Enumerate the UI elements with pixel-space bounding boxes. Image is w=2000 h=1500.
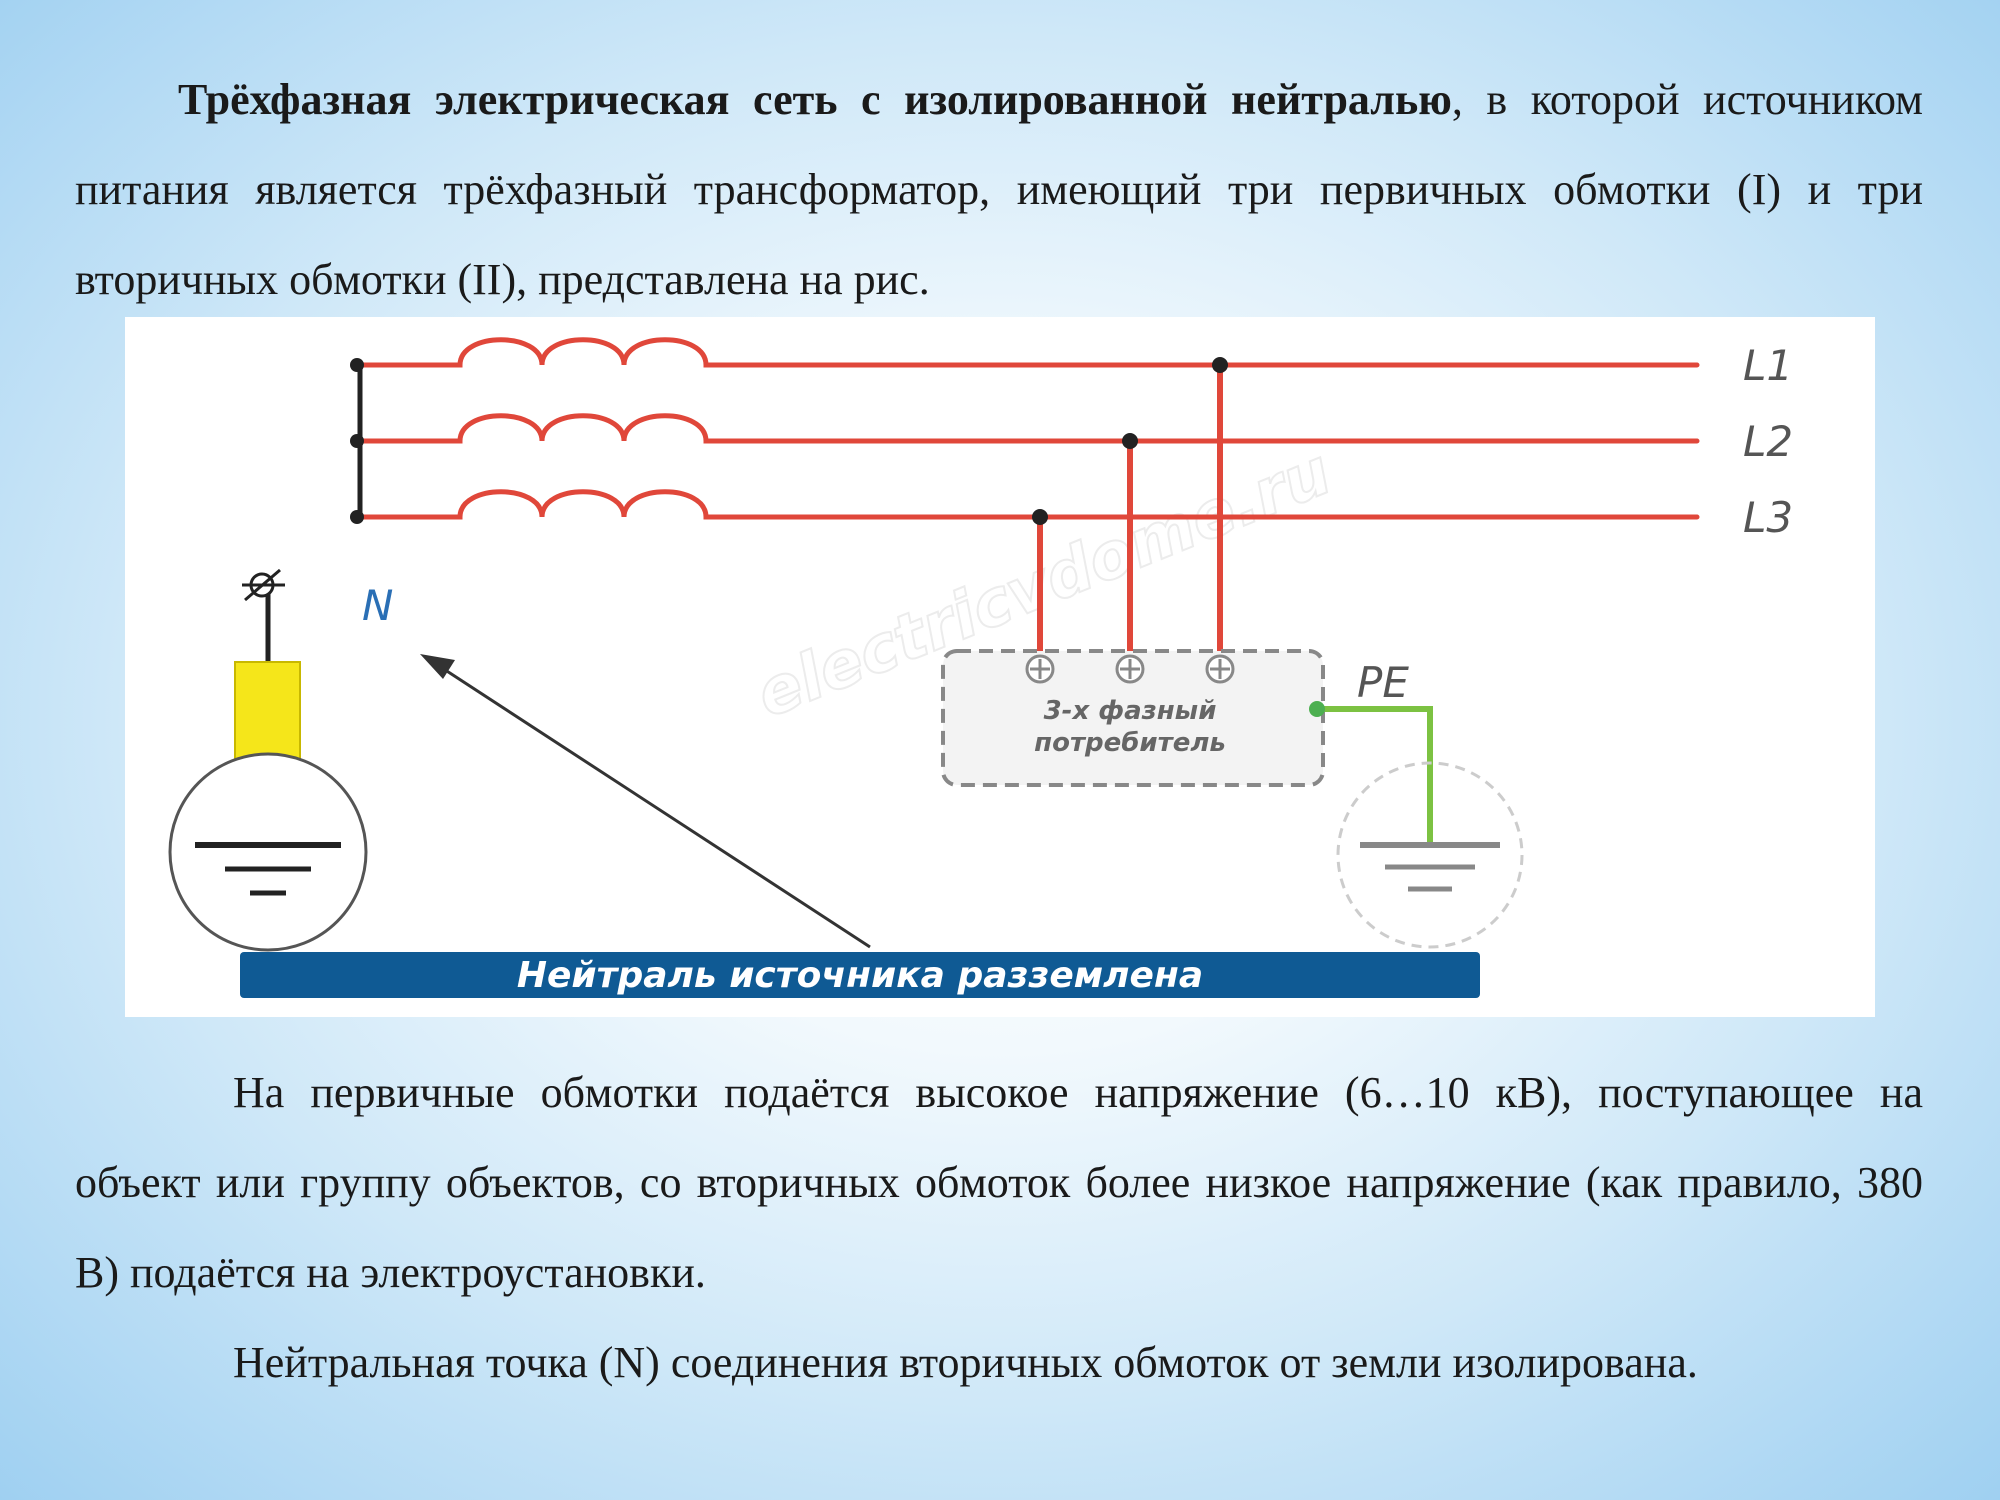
phase-label-l2: L2 [1743,417,1793,466]
body-paragraph-2: Нейтральная точка (N) соединения вторичн… [75,1318,1923,1408]
neutral-label: N [362,581,393,630]
body-paragraph-1: На первичные обмотки подаётся высокое на… [75,1048,1923,1318]
ground-symbol-icon [168,752,368,952]
intro-bold-phrase: Трёхфазная электрическая сеть с изолиров… [178,75,1452,124]
body-paragraph-1-text: На первичные обмотки подаётся высокое на… [75,1068,1923,1297]
phase-label-l3: L3 [1743,493,1793,542]
terminal-icon [1115,654,1145,684]
node-dot [350,510,364,524]
consumer-box [941,649,1325,787]
node-dot [350,358,364,372]
phase-label-l1: L1 [1743,341,1793,390]
node-dot [350,434,364,448]
consumer-label-line2: потребитель [1034,728,1226,758]
disconnect-terminal-icon [242,568,285,602]
ground-symbol-icon [1336,761,1524,949]
node-dot [1032,509,1048,525]
node-dot [1212,357,1228,373]
circuit-diagram: electricvdome.ru L1 L2 L3 [125,317,1875,1017]
phase-wire-l3 [354,489,1700,520]
terminal-icon [1025,654,1055,684]
pe-wire [1317,706,1433,842]
phase-wire-l1 [354,337,1700,368]
consumer-label-line1: 3-х фазный [1044,696,1217,726]
pe-label: PE [1357,658,1409,707]
arrow-head [420,654,455,679]
terminal-icon [1205,654,1235,684]
banner-box [240,952,1480,998]
body-paragraph-2-text: Нейтральная точка (N) соединения вторичн… [233,1338,1698,1387]
insulation-resistor [234,661,301,768]
node-dot [1122,433,1138,449]
node-dot [1309,701,1325,717]
banner-text: Нейтраль источника разземлена [517,955,1203,996]
intro-rest-text: , в которой источником питания является … [75,75,1923,304]
phase-wire-l2 [354,413,1700,444]
intro-paragraph: Трёхфазная электрическая сеть с изолиров… [75,55,1923,325]
neutral-pointer-arrow [432,660,871,949]
